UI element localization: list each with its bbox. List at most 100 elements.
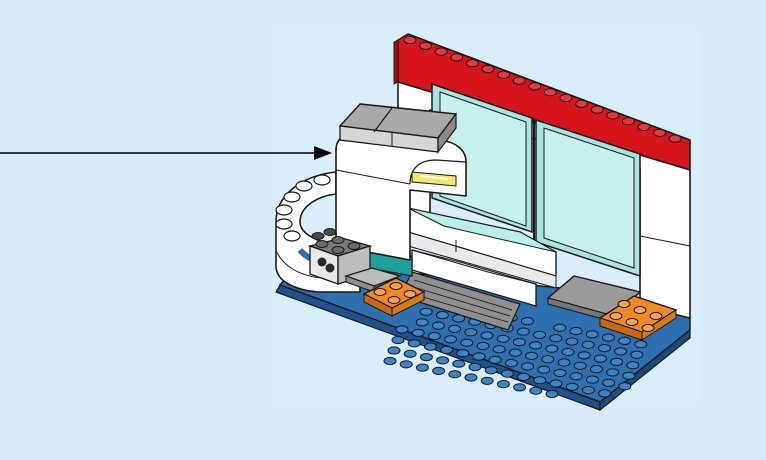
baseplate-stud <box>622 371 636 380</box>
baseplate-stud <box>565 382 579 391</box>
baseplate-stud <box>440 345 454 354</box>
baseplate-stud <box>634 340 648 349</box>
baseplate-stud <box>610 357 624 366</box>
baseplate-stud <box>614 347 628 356</box>
red-roof-studs <box>403 35 682 143</box>
red-roof-stud <box>512 76 526 85</box>
red-roof-stud <box>465 59 479 68</box>
baseplate-stud <box>597 344 611 353</box>
baseplate-stud <box>415 318 429 327</box>
baseplate-stud <box>508 348 522 357</box>
baseplate-stud <box>476 341 490 351</box>
baseplate-stud <box>432 366 446 375</box>
baseplate-stud <box>545 344 559 353</box>
baseplate-stud <box>419 353 433 362</box>
baseplate-stud <box>464 373 478 382</box>
baseplate-stud <box>513 383 527 392</box>
baseplate-stud <box>529 341 543 350</box>
baseplate-stud <box>403 349 417 358</box>
baseplate-stud <box>630 350 644 359</box>
grey-roof-tiles <box>339 103 457 154</box>
baseplate-stud <box>399 360 413 369</box>
baseplate-stud <box>585 330 599 339</box>
baseplate-stud <box>419 307 433 316</box>
red-roof-stud <box>575 99 589 108</box>
baseplate-stud <box>618 382 632 391</box>
baseplate-stud <box>585 375 599 384</box>
baseplate-stud <box>626 361 640 370</box>
baseplate-stud <box>565 337 579 346</box>
baseplate-stud <box>598 389 612 398</box>
red-roof-stud <box>497 70 511 79</box>
baseplate-stud <box>436 356 450 365</box>
red-roof-stud <box>403 35 417 45</box>
red-roof-stud <box>450 53 464 62</box>
baseplate-stud <box>569 326 583 336</box>
baseplate-stud <box>516 327 530 336</box>
red-roof-stud <box>606 111 620 120</box>
baseplate-stud <box>456 349 470 358</box>
baseplate-stud <box>517 372 531 381</box>
red-roof-stud <box>434 47 448 56</box>
baseplate-stud <box>618 336 632 345</box>
baseplate-stud <box>431 321 445 330</box>
baseplate-stud <box>435 311 449 320</box>
baseplate-stud <box>573 361 587 370</box>
counter-bench <box>407 207 557 307</box>
red-roof-stud <box>668 134 682 143</box>
baseplate-stud <box>561 347 575 357</box>
baseplate-stud <box>484 366 498 375</box>
baseplate-stud <box>525 351 539 360</box>
orange-tile-right <box>598 295 678 341</box>
baseplate-stud <box>549 334 563 343</box>
baseplate-stud <box>569 372 583 381</box>
grey-tile-right <box>546 275 642 323</box>
baseplate-stud <box>593 354 607 363</box>
baseplate-stud <box>472 352 486 361</box>
baseplate-stud <box>411 328 425 337</box>
baseplate-stud <box>415 363 429 372</box>
baseplate-stud <box>427 332 441 341</box>
red-roof-stud <box>559 93 573 103</box>
baseplate-stud <box>557 358 571 367</box>
red-roof-stud <box>481 64 495 74</box>
baseplate-stud <box>452 359 466 368</box>
blue-baseplate <box>275 251 691 412</box>
red-roof-stud <box>528 82 542 91</box>
baseplate-stud <box>395 325 409 334</box>
baseplate-stud <box>521 362 535 371</box>
pointer-arrow <box>0 146 332 160</box>
baseplate-stud <box>581 340 595 349</box>
baseplate-stud <box>391 335 405 345</box>
red-roof-stud <box>419 41 433 50</box>
red-roof-stud <box>653 128 667 137</box>
baseplate-stud <box>541 355 555 364</box>
baseplate-stud <box>496 380 510 389</box>
baseplate-stud <box>533 330 547 339</box>
baseplate-stud <box>423 342 437 351</box>
baseplate-stud <box>504 359 518 368</box>
baseplate-stud <box>468 362 482 372</box>
baseplate-stud <box>553 368 567 378</box>
baseplate-stud <box>553 323 567 332</box>
baseplate-stud <box>448 370 462 379</box>
baseplate-stud <box>537 365 551 374</box>
baseplate-stud <box>500 369 514 378</box>
baseplate-stud <box>496 334 510 343</box>
baseplate-stud <box>488 355 502 364</box>
orange-tile-left <box>362 277 426 317</box>
baseplate-stud <box>601 333 615 342</box>
baseplate-stud <box>464 328 478 337</box>
baseplate-stud <box>512 338 526 347</box>
red-roof-stud <box>637 122 651 132</box>
baseplate-stud <box>529 386 543 395</box>
baseplate-stud <box>533 376 547 385</box>
baseplate-stud <box>577 351 591 360</box>
red-roof-stud <box>590 105 604 114</box>
baseplate-stud <box>444 335 458 344</box>
baseplate-stud <box>387 346 401 355</box>
baseplate-stud <box>545 389 559 399</box>
baseplate-stud <box>581 386 595 395</box>
baseplate-stud <box>589 365 603 374</box>
